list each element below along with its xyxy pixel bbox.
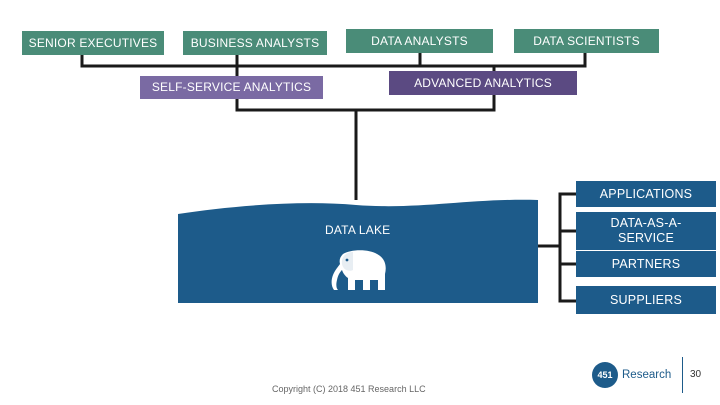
source-data-as-a-service: DATA-AS-A-SERVICE (576, 212, 716, 250)
elephant-icon (331, 250, 386, 290)
role-senior-executives: SENIOR EXECUTIVES (22, 31, 164, 55)
logo-text: Research (622, 369, 672, 381)
role-business-analysts: BUSINESS ANALYSTS (183, 31, 327, 55)
data-lake-label: DATA LAKE (325, 223, 391, 237)
role-data-analysts: DATA ANALYSTS (346, 29, 493, 53)
page-number: 30 (690, 369, 702, 380)
analytics-connector (235, 95, 496, 112)
footer-divider (682, 357, 683, 393)
copyright-text: Copyright (C) 2018 451 Research LLC (272, 384, 426, 394)
research-logo: 451 Research (592, 362, 671, 388)
source-partners: PARTNERS (576, 251, 716, 277)
source-data-as-a-service-label: DATA-AS-A-SERVICE (610, 216, 682, 245)
role-data-scientists: DATA SCIENTISTS (514, 29, 659, 53)
role-connector (80, 52, 587, 68)
logo-badge: 451 (592, 362, 618, 388)
self-service-analytics-box: SELF-SERVICE ANALYTICS (140, 76, 323, 99)
source-suppliers: SUPPLIERS (576, 286, 716, 314)
advanced-analytics-box: ADVANCED ANALYTICS (389, 71, 577, 95)
source-applications: APPLICATIONS (576, 181, 716, 207)
